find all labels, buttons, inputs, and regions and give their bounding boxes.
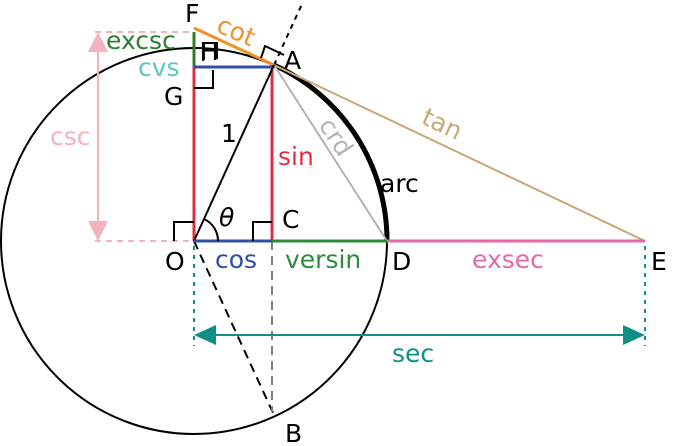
label-versin: versin — [285, 245, 361, 274]
right-angle-mark-g — [194, 70, 214, 89]
right-angle-mark-o — [173, 221, 194, 241]
radius-segment — [193, 64, 275, 242]
point-label-c: C — [282, 205, 299, 234]
label-one: 1 — [221, 119, 237, 148]
right-angle-mark-a — [260, 44, 285, 59]
label-sec: sec — [392, 339, 434, 368]
label-cos: cos — [215, 245, 257, 274]
cot-segment — [193, 26, 275, 67]
point-label-h: H — [200, 37, 219, 66]
tan-segment — [273, 64, 646, 242]
point-label-d: D — [392, 247, 411, 276]
point-label-g: G — [164, 82, 183, 111]
radius-extension-dotted — [273, 3, 303, 66]
label-cvs: cvs — [138, 53, 180, 82]
label-tan: tan — [417, 102, 466, 146]
label-sin: sin — [278, 142, 314, 171]
point-label-a: A — [284, 46, 301, 75]
right-angle-mark-h — [202, 42, 218, 61]
point-label-b: B — [285, 419, 302, 446]
diameter-dashed-a-to-b — [193, 240, 275, 416]
point-label-o: O — [165, 247, 185, 276]
label-theta: θ — [219, 203, 234, 232]
arc-segment — [272, 62, 390, 242]
crd-segment — [273, 64, 388, 242]
sec-arrowhead-left — [194, 325, 216, 345]
label-crd: crd — [313, 112, 359, 161]
label-arc: arc — [380, 169, 419, 198]
csc-arrowhead-up — [88, 32, 108, 52]
label-cot: cot — [213, 10, 260, 52]
csc-arrowhead-down — [88, 221, 108, 241]
label-excsc: excsc — [106, 26, 176, 55]
label-exsec: exsec — [472, 245, 544, 274]
point-label-f: F — [185, 0, 199, 28]
point-label-e: E — [651, 247, 667, 276]
right-angle-mark-c — [252, 221, 272, 241]
sec-arrowhead-right — [623, 325, 645, 345]
theta-angle-arc — [203, 218, 220, 242]
label-csc: csc — [50, 122, 91, 151]
